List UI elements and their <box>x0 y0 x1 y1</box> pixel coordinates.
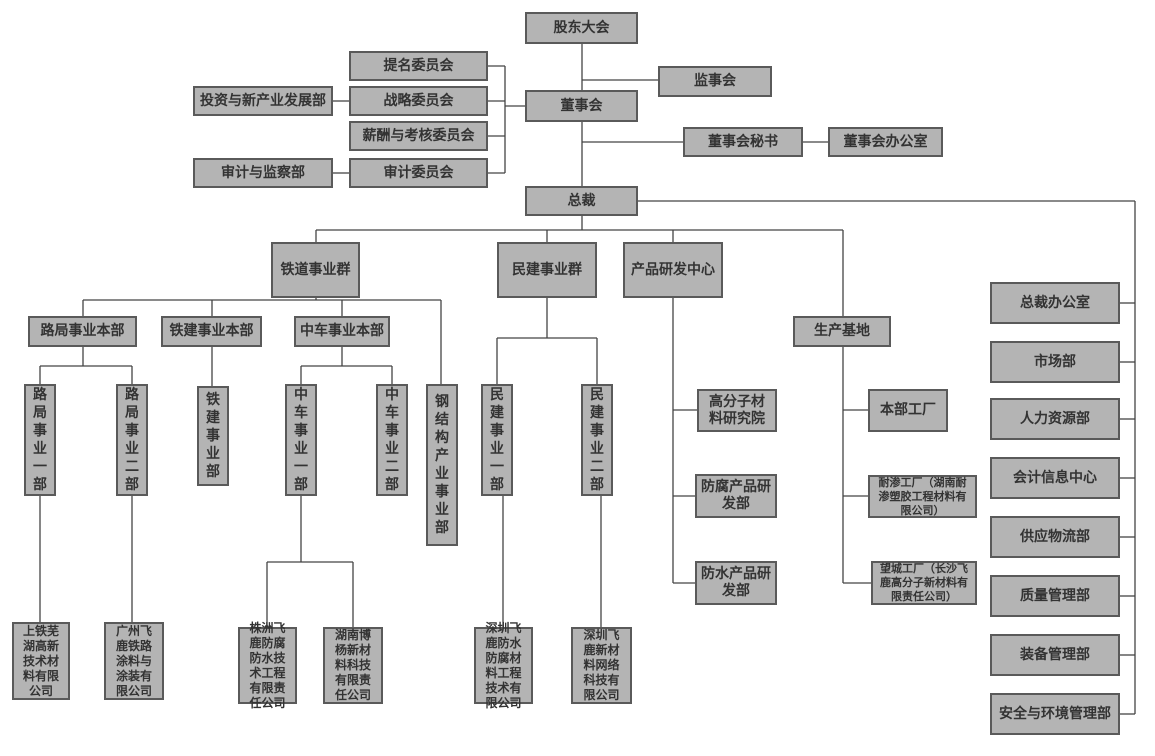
node-board-secretary: 董事会秘书 <box>683 127 803 157</box>
node-zhongche-hq: 中车事业本部 <box>294 316 390 347</box>
node-zhongche-1: 中车事业一部 <box>285 384 317 496</box>
node-compensation-committee: 薪酬与考核委员会 <box>349 121 488 151</box>
right-dept-2: 人力资源部 <box>990 398 1120 440</box>
node-waterproof-rd: 防水产品研发部 <box>695 561 777 605</box>
node-production-base: 生产基地 <box>793 316 891 347</box>
node-board: 董事会 <box>525 90 638 122</box>
node-minjian-1: 民建事业一部 <box>481 384 513 496</box>
node-audit-supervision-dept: 审计与监察部 <box>193 158 333 188</box>
node-investment-dept: 投资与新产业发展部 <box>193 86 333 116</box>
node-rd-center: 产品研发中心 <box>623 242 723 298</box>
node-zhongche-2: 中车事业二部 <box>376 384 408 496</box>
node-luju-2: 路局事业二部 <box>116 384 148 496</box>
node-sub-boyang: 湖南博杨新材料科技有限责任公司 <box>323 627 383 704</box>
node-luju-hq: 路局事业本部 <box>28 316 137 347</box>
right-dept-4: 供应物流部 <box>990 516 1120 558</box>
node-wangcheng-factory: 望城工厂（长沙飞鹿高分子新材料有限责任公司） <box>871 561 977 605</box>
node-steel-div: 钢结构产业事业部 <box>426 384 458 546</box>
node-railway-group: 铁道事业群 <box>271 242 360 298</box>
right-dept-6: 装备管理部 <box>990 634 1120 676</box>
node-shareholders: 股东大会 <box>525 12 638 44</box>
right-dept-5: 质量管理部 <box>990 575 1120 617</box>
node-supervisory-board: 监事会 <box>658 66 772 97</box>
node-president: 总裁 <box>525 186 638 216</box>
node-audit-committee: 审计委员会 <box>349 158 488 188</box>
node-sub-sz-network: 深圳飞鹿新材料网络科技有限公司 <box>571 627 632 704</box>
node-minjian-2: 民建事业二部 <box>581 384 613 496</box>
right-dept-3: 会计信息中心 <box>990 457 1120 499</box>
node-sub-guangzhou: 广州飞鹿铁路涂料与涂装有限公司 <box>104 622 164 700</box>
node-sub-wuhu: 上铁芜湖高新技术材料有限公司 <box>12 622 70 700</box>
node-luju-1: 路局事业一部 <box>24 384 56 496</box>
node-sub-zhuzhou: 株洲飞鹿防腐防水技术工程有限责任公司 <box>238 621 297 710</box>
right-dept-7: 安全与环境管理部 <box>990 693 1120 735</box>
node-nomination-committee: 提名委员会 <box>349 51 488 81</box>
node-sub-sz-waterproof: 深圳飞鹿防水防腐材料工程技术有限公司 <box>474 621 533 710</box>
node-polymer-institute: 高分子材料研究院 <box>697 389 777 432</box>
node-tiejian-div: 铁建事业部 <box>197 386 229 486</box>
right-dept-1: 市场部 <box>990 341 1120 383</box>
node-board-office: 董事会办公室 <box>828 127 943 157</box>
node-main-factory: 本部工厂 <box>868 389 948 432</box>
node-civil-group: 民建事业群 <box>497 242 597 298</box>
node-tiejian-hq: 铁建事业本部 <box>161 316 262 347</box>
node-naishen-factory: 耐渗工厂（湖南耐渗塑胶工程材料有限公司） <box>868 475 977 518</box>
node-anticorrosion-rd: 防腐产品研发部 <box>695 474 777 518</box>
right-dept-0: 总裁办公室 <box>990 282 1120 324</box>
node-strategy-committee: 战略委员会 <box>349 86 488 116</box>
